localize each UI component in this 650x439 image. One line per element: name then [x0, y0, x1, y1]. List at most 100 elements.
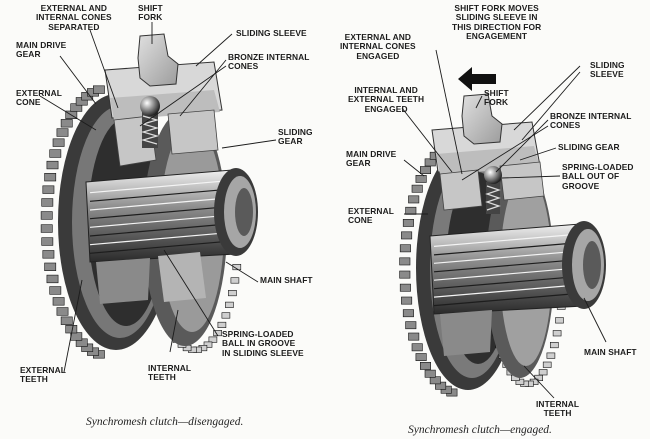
label-internal-teeth-right: INTERNAL TEETH	[536, 399, 580, 419]
gear-tooth	[408, 332, 420, 341]
gear-tooth	[405, 206, 417, 215]
gear-tooth	[203, 341, 213, 348]
gear-tooth	[555, 317, 564, 324]
gear-tooth	[70, 332, 83, 341]
shaft-spline-line	[89, 206, 229, 220]
gear-tooth	[515, 378, 525, 385]
left-leader-lines	[39, 22, 277, 373]
label-sliding-gear-left: SLIDING GEAR	[278, 127, 313, 147]
gear-tooth	[42, 250, 55, 259]
gear-tooth	[40, 224, 53, 233]
gear-tooth	[408, 195, 420, 204]
gear-tooth	[230, 277, 240, 284]
gear-tooth	[49, 286, 62, 295]
gear-tooth	[52, 138, 65, 147]
label-external-internal-cones-engaged: EXTERNAL AND INTERNAL CONES ENGAGED	[340, 32, 416, 61]
caption-disengaged: Synchromesh clutch—disengaged.	[86, 416, 244, 428]
label-spring-loaded-ball-left: SPRING-LOADED BALL IN GROOVE IN SLIDING …	[222, 329, 304, 358]
gear-tooth	[542, 361, 552, 368]
gear-tooth	[228, 289, 237, 297]
left-clutch-drawing	[40, 33, 258, 359]
gear-tooth	[399, 270, 411, 279]
gear-tooth	[424, 369, 436, 378]
gear-tooth	[401, 231, 413, 240]
right-bronze-cones	[439, 169, 483, 211]
gear-tooth	[41, 237, 54, 246]
shaft-spline-line	[89, 188, 229, 202]
gear-tooth	[429, 376, 441, 385]
shaft-spline-line	[433, 233, 577, 247]
gear-tooth	[56, 307, 69, 316]
gear-tooth	[399, 283, 411, 292]
shaft-spline-line	[433, 250, 577, 264]
gear-tooth	[538, 369, 548, 376]
shaft-spline-line	[433, 276, 577, 290]
label-main-drive-gear-right: MAIN DRIVE GEAR	[346, 149, 397, 169]
shaft-spline-line	[433, 267, 577, 281]
label-main-shaft-left: MAIN SHAFT	[260, 275, 313, 285]
label-shift-fork-right: SHIFT FORK	[484, 88, 509, 108]
gear-tooth	[49, 149, 62, 158]
gear-tooth	[60, 119, 73, 128]
label-sliding-sleeve-right: SLIDING SLEEVE	[590, 60, 625, 80]
gear-tooth	[399, 257, 411, 266]
gear-tooth	[232, 263, 242, 271]
label-external-cone-left: EXTERNAL CONE	[16, 88, 62, 108]
gear-tooth	[225, 301, 234, 308]
gear-tooth	[405, 321, 417, 330]
label-bronze-internal-cones-right: BRONZE INTERNAL CONES	[550, 111, 632, 131]
gear-tooth	[552, 330, 562, 337]
right-shift-fork	[461, 93, 503, 145]
label-external-cone-right: EXTERNAL CONE	[348, 206, 394, 226]
gear-tooth	[44, 262, 57, 271]
gear-tooth	[41, 198, 54, 207]
gear-tooth	[411, 343, 423, 352]
gear-tooth	[40, 211, 53, 220]
gear-tooth	[399, 244, 411, 253]
left-external-teeth	[40, 85, 105, 359]
gear-tooth	[419, 361, 431, 370]
shaft-spline-line	[89, 232, 229, 246]
gear-tooth	[419, 166, 431, 174]
label-sliding-gear-right: SLIDING GEAR	[558, 142, 620, 152]
gear-tooth	[440, 385, 452, 394]
gear-tooth	[424, 158, 436, 167]
gear-tooth	[56, 128, 69, 137]
gear-tooth	[60, 316, 73, 325]
label-sliding-sleeve-left: SLIDING SLEEVE	[236, 28, 307, 38]
gear-tooth	[93, 85, 105, 94]
label-spring-loaded-ball-right: SPRING-LOADED BALL OUT OF GROOVE	[562, 162, 634, 191]
shaft-spline-line	[89, 214, 229, 228]
label-external-teeth-left: EXTERNAL TEETH	[20, 365, 66, 385]
label-internal-teeth-left: INTERNAL TEETH	[148, 363, 192, 383]
gear-tooth	[546, 352, 556, 359]
shaft-spline-line	[89, 223, 229, 237]
gear-tooth	[402, 219, 414, 227]
gear-tooth	[415, 353, 427, 361]
gear-tooth	[46, 274, 59, 284]
shaft-spline-line	[433, 259, 577, 273]
shaft-spline-line	[433, 293, 577, 307]
gear-tooth	[208, 336, 218, 343]
gear-tooth	[549, 341, 559, 349]
label-main-drive-gear-left: MAIN DRIVE GEAR	[16, 40, 67, 60]
label-main-shaft-right: MAIN SHAFT	[584, 347, 637, 357]
shaft-spline-line	[89, 197, 229, 211]
gear-tooth	[42, 185, 55, 194]
right-leader-lines	[401, 49, 607, 399]
gear-tooth	[415, 175, 427, 183]
shaft-spline-line	[89, 240, 229, 254]
label-bronze-internal-cones-left: BRONZE INTERNAL CONES	[228, 52, 310, 72]
shaft-spline-line	[89, 180, 229, 194]
shaft-spline-line	[433, 242, 577, 256]
caption-engaged: Synchromesh clutch—engaged.	[408, 424, 552, 436]
right-spring	[486, 182, 500, 214]
shaft-spline-line	[433, 284, 577, 298]
label-external-internal-cones-separated: EXTERNAL AND INTERNAL CONES SEPARATED	[36, 3, 112, 32]
gear-tooth	[402, 309, 414, 318]
left-spring-loaded-ball	[140, 96, 160, 116]
gear-tooth	[44, 173, 57, 182]
gear-tooth	[52, 297, 65, 306]
